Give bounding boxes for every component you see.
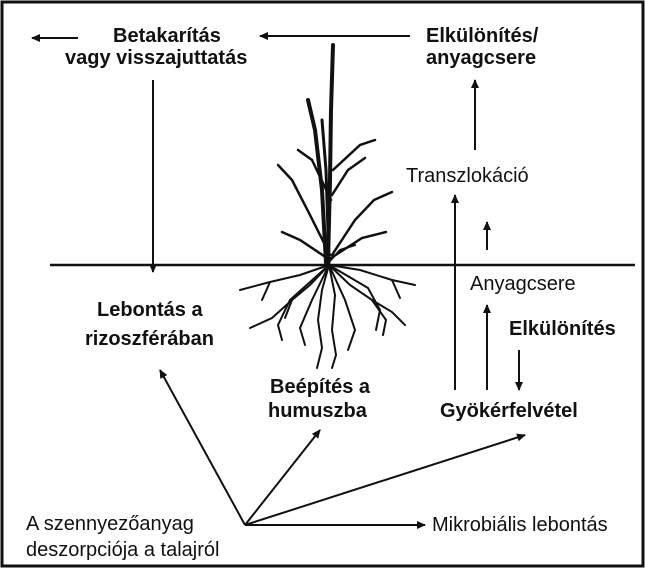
label-separation-top-line1: Elkülönítés/ <box>426 25 539 47</box>
label-microbial: Mikrobiális lebontás <box>432 514 608 536</box>
arrow-to-root-uptake <box>245 435 525 525</box>
label-rhizosphere-line1: Lebontás a <box>97 299 203 321</box>
plant-roots <box>240 265 415 368</box>
arrow-to-humus <box>245 430 320 525</box>
label-separation-top-line2: anyagcsere <box>426 47 536 69</box>
label-removal-line2: vagy visszajuttatás <box>65 47 247 69</box>
label-root-uptake: Gyökérfelvétel <box>440 400 578 422</box>
arrow-to-rhizosphere <box>160 370 245 525</box>
label-removal-line1: Betakarítás <box>113 25 221 47</box>
plant-shoot <box>278 45 392 263</box>
label-desorption-line2: deszorpciója a talajról <box>26 539 219 561</box>
label-humus-line2: humuszba <box>268 400 368 422</box>
label-metabolism: Anyagcsere <box>470 273 576 295</box>
label-rhizosphere-line2: rizoszférában <box>85 328 214 350</box>
label-separation: Elkülönítés <box>509 318 616 340</box>
label-desorption-line1: A szennyezőanyag <box>26 513 194 535</box>
label-humus-line1: Beépítés a <box>270 376 371 398</box>
label-translocation: Transzlokáció <box>406 165 529 187</box>
